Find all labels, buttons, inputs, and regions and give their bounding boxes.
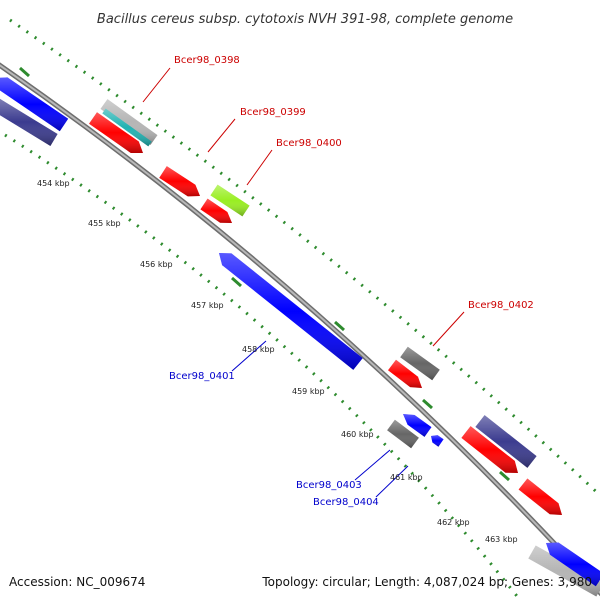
- gene-shading: [403, 414, 432, 437]
- gene-label[interactable]: Bcer98_0400: [276, 138, 342, 149]
- tick-label: 457 kbp: [191, 301, 224, 310]
- gene-shading: [475, 415, 537, 468]
- gene-labels: Bcer98_0398 Bcer98_0399 Bcer98_0400 Bcer…: [169, 55, 534, 508]
- tick-labels: 454 kbp 455 kbp 456 kbp 457 kbp 458 kbp …: [37, 179, 518, 544]
- gene-shading: [159, 166, 200, 197]
- gene-shading: [518, 478, 562, 515]
- tick-label: 456 kbp: [140, 260, 173, 269]
- tick-label: 462 kbp: [437, 518, 470, 527]
- summary-text: Topology: circular; Length: 4,087,024 bp…: [261, 575, 592, 589]
- tick-label: 455 kbp: [88, 219, 121, 228]
- tick-label: 459 kbp: [292, 387, 325, 396]
- tick-mark: [231, 276, 242, 288]
- gene-shading: [461, 426, 518, 473]
- gene-shading: [102, 108, 152, 147]
- gene-shading: [546, 542, 600, 587]
- label-connector: [207, 118, 236, 153]
- label-connector: [142, 67, 171, 103]
- gene-shading: [210, 184, 250, 217]
- gene-shading: [0, 98, 58, 146]
- label-connectors: [142, 67, 465, 498]
- map-title: Bacillus cereus subsp. cytotoxis NVH 391…: [97, 12, 513, 27]
- gene-shading: [388, 359, 422, 388]
- tick-label: 463 kbp: [485, 535, 518, 544]
- tick-label: 461 kbp: [390, 473, 423, 482]
- gene-label[interactable]: Bcer98_0401: [169, 371, 235, 382]
- gene-label[interactable]: Bcer98_0398: [174, 55, 240, 66]
- gene-label[interactable]: Bcer98_0403: [296, 480, 362, 491]
- tick-label: 460 kbp: [341, 430, 374, 439]
- tick-ring: [9, 18, 600, 498]
- label-connector: [432, 311, 465, 347]
- gene-shading: [528, 545, 600, 597]
- gene-shading: [400, 346, 440, 381]
- gene-shading: [219, 253, 363, 370]
- tick-label: 454 kbp: [37, 179, 70, 188]
- tick-mark: [19, 66, 30, 78]
- gene-shading: [0, 77, 69, 132]
- gene-label[interactable]: Bcer98_0404: [313, 497, 379, 508]
- tick-mark: [422, 398, 433, 410]
- label-connector: [231, 340, 267, 372]
- gene-shading: [200, 198, 232, 223]
- genes: [0, 77, 600, 597]
- backbone-highlight: [0, 64, 600, 595]
- tick-mark: [334, 320, 345, 332]
- tick-ring: [4, 133, 522, 601]
- label-connector: [375, 465, 409, 498]
- gene-shading: [431, 435, 444, 447]
- tick-label: 458 kbp: [242, 345, 275, 354]
- gene-shading: [100, 99, 158, 145]
- label-connector: [354, 449, 391, 481]
- gene-shading: [89, 112, 143, 153]
- label-connector: [246, 149, 273, 186]
- gene-shading: [387, 419, 419, 449]
- gene-label[interactable]: Bcer98_0402: [468, 300, 534, 311]
- gene-label[interactable]: Bcer98_0399: [240, 107, 306, 118]
- backbone: [0, 62, 600, 597]
- tick-mark: [499, 470, 510, 482]
- accession-text: Accession: NC_009674: [9, 575, 145, 589]
